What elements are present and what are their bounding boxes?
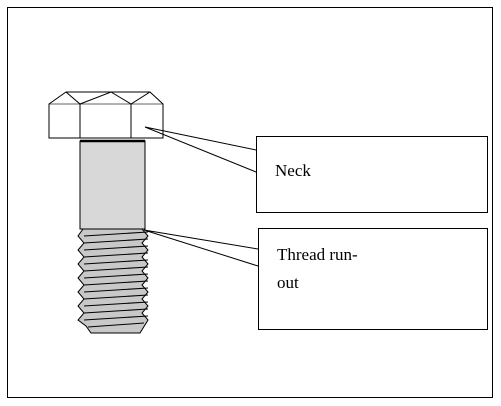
bolt-thread [77,228,149,334]
thread-runout-label-line1: Thread run- [277,245,358,264]
thread-callout-pointer [143,229,259,267]
bolt-head [48,91,164,139]
neck-callout: Neck [256,136,488,213]
neck-callout-pointer [144,126,257,173]
bolt-neck [79,140,146,230]
neck-label: Neck [275,161,311,180]
thread-runout-label-line2: out [277,273,299,292]
thread-runout-callout: Thread run- out [258,228,488,330]
